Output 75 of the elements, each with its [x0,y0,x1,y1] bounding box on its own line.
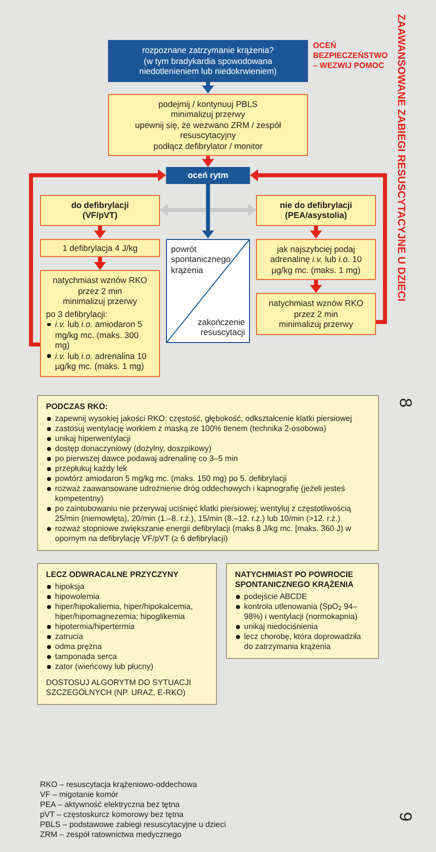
process-box [40,270,160,376]
bullet-item: kontrola utlenowania (SpO$_{2}$ 94–98%) i wentylacji (normokapnia) [235,602,370,622]
bullet-item: hipowolemia [46,592,208,602]
step-text: 1 defibrylacja 4 J/kg [61,242,139,253]
return-arrow [250,169,387,324]
panel-heading: LECZ ODWRACALNE PRZYCZYNY [46,570,180,580]
decision-label: do defibrylacji [70,200,130,210]
bullet-item: hipoksja [46,582,208,592]
step-text: podejmij / kontynuuj PBLS [157,98,259,109]
info-panel [37,394,379,550]
process-box [108,94,308,156]
arrow [94,257,106,270]
bullet-item: hipotermia/hipertermia [46,622,208,632]
rhythm-check-box [166,167,250,184]
bullet-item: po zaintubowaniu nie przerywaj uciśnięć klatki piersiowej; wentyluj z częstotliwością 25/min (niemowlęta), 20/min (1.–8. r.ż.), 15/min (8.–12. r.ż.) lub 10/min (>12. r.ż.) [46,504,370,524]
decision-label: (PEA/asystolia) [284,210,348,220]
step-text: minimalizuj przerwy [62,296,138,306]
vertical-title: ZAAWANSOWANE ZABIEGI RESUSCYTACYJNE U DZIECI [395,14,407,302]
arrow [202,184,214,238]
bullet-item: rozważ zaawansowane udrożnienie dróg oddechowych i kapnografię (jeżeli jesteś kompetentny) [46,484,370,504]
side-note: OCEŃ BEZPIECZEŃSTWO – WEZWIJ POMOC [313,41,389,71]
page-number: 9 [396,812,414,822]
abbreviation-note: pVT – częstoskurcz komorowy bez tętna [40,810,184,820]
step-text: minimalizuj przerwy [278,319,354,330]
abbreviation-note: ZRM – zespół ratownictwa medycznego [40,830,182,840]
abbreviation-note: VF – migotanie komór [40,790,120,800]
bullet-item: dostęp donaczyniowy (dożylny, doszpikowy) [46,444,370,454]
bullet-item: lecz chorobę, która doprowadziła do zatrzymania krążenia [235,632,370,652]
info-panel [226,562,379,658]
bullet-item: podejście ABCDE [235,592,370,602]
process-box [256,293,376,334]
step-text: oceń rytm [186,170,230,180]
bullet-item: zapewnij wysokiej jakości RKO: częstość, głębokość, odkształcenie klatki piersiowej [46,414,370,424]
bullet-item: i.v. lub i.o. adrenalina 10 µg/kg mc. (maks. 1 mg) [46,350,154,372]
process-box [256,238,376,280]
arrow [202,82,214,94]
bullet-item: zastosuj wentylację workiem z maską ze 100% tlenem (technika 2-osobowa) [46,424,370,434]
outcome-label: zakończenie resuscytacji [196,316,245,338]
decision-label: nie do defibrylacji [278,200,354,210]
abbreviation-note: PBLS – podstawowe zabiegi resuscytacyjne u dzieci [40,820,226,830]
bullet-item: unikaj hiperwentylacji [46,434,370,444]
bullet-item: po pierwszej dawce podawaj adrenalinę co 3–5 min [46,454,370,464]
question-box [108,40,308,82]
abbreviation-note: PEA – aktywność elektryczna bez tętna [40,800,181,810]
double-arrow [160,204,256,216]
info-panel [37,562,217,704]
step-text: podłącz defibrylator / monitor [152,140,264,151]
bullet-item: przepłukuj każdy lek [46,464,370,474]
bullet-item: i.v. lub i.o. amiodaron 5 mg/kg mc. (maks. 300 mg) [46,319,154,350]
bullet-item: zator (wieńcowy lub płucny) [46,662,208,672]
bullet-item: odma prężna [46,642,208,652]
step-text: po 3 defibrylacji: [46,308,108,319]
panel-heading: PODCZAS RKO: [46,402,109,412]
bullet-item: unikaj niedociśnienia [235,622,370,632]
decision-box [40,194,160,226]
step-text: minimalizuj przerwy [170,109,246,120]
step-text: jak najszybciej podaj adrenalinę i.v. lub i.o. 10 µg/kg mc. (maks. 1 mg) [269,244,363,275]
page-number: 8 [396,398,414,408]
arrow [94,226,106,238]
bullet-item: rozważ stopniowe zwiększanie energii defibrylacji (maks 8 J/kg mc. [maks. 360 J) w opornym na defibrylację VF/pVT (≥ 6 defibrylacji) [46,524,370,544]
process-box [40,238,160,257]
arrow [310,226,322,238]
bullet-item: tamponada serca [46,652,208,662]
arrow [310,280,322,293]
step-text: rozpoznane zatrzymanie krążenia? [141,45,275,56]
note-text: DOSTOSUJ ALGORYTM DO SYTUACJI SZCZEGÓLNYCH (NP. URAZ, E-RKO) [46,678,192,698]
return-arrow [29,169,166,347]
decision-label: (VF/pVT) [82,210,118,220]
decision-box [256,194,376,226]
bullet-item: zatrucia [46,632,208,642]
outcome-label: powrót spontanicznego krążenia [171,244,232,275]
step-text: (w tym bradykardia spowodowana niedotlenieniem lub niedokrwieniem) [138,56,278,76]
arrow [202,156,214,167]
bullet-item: powtórz amiodaron 5 mg/kg mc. (maks. 150 mg) po 5. defibrylacji [46,474,370,484]
abbreviation-note: RKO – resuscytacja krążeniowo-oddechowa [40,780,198,790]
